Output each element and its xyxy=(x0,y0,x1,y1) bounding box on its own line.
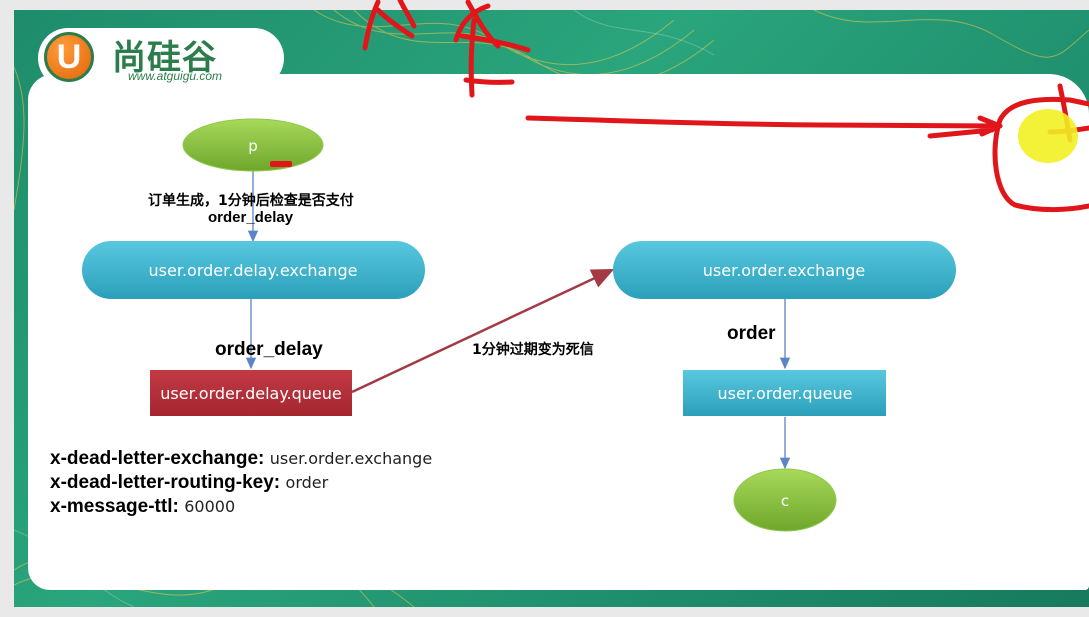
queue-arg-value: 60000 xyxy=(184,497,236,516)
delay-exchange-label: user.order.delay.exchange xyxy=(149,261,358,280)
queue-arg-row: x-message-ttl: 60000 xyxy=(50,495,432,519)
order-exchange-node: user.order.exchange xyxy=(613,241,956,299)
logo-brand-name: 尚硅谷 xyxy=(112,38,217,78)
logo-url: www.atguigu.com xyxy=(128,69,223,83)
producer-label: p xyxy=(248,137,258,155)
consumer-label: c xyxy=(781,492,789,510)
red-pen-annotations xyxy=(362,0,1089,213)
order-queue-label: user.order.queue xyxy=(718,384,853,403)
delay-queue-label: user.order.delay.queue xyxy=(160,384,341,403)
queue-arguments: x-dead-letter-exchange: user.order.excha… xyxy=(50,447,432,519)
delay-exchange-node: user.order.delay.exchange xyxy=(82,241,425,299)
producer-note: 订单生成，1分钟后检查是否支付 xyxy=(148,193,354,209)
cursor-highlight-circle xyxy=(1018,109,1078,163)
queue-arg-value: order xyxy=(285,473,329,492)
consumer-node: c xyxy=(733,468,837,532)
arrow-dead-letter xyxy=(351,268,615,394)
queue-arg-row: x-dead-letter-routing-key: order xyxy=(50,471,432,495)
order-queue-node: user.order.queue xyxy=(683,370,886,416)
queue-arg-key: x-dead-letter-routing-key: xyxy=(50,472,281,493)
red-pen-dash xyxy=(270,161,292,167)
slide xyxy=(14,10,1089,607)
delay-queue-node: user.order.delay.queue xyxy=(150,370,352,416)
order-exchange-label: user.order.exchange xyxy=(703,261,865,280)
queue-arg-row: x-dead-letter-exchange: user.order.excha… xyxy=(50,447,432,471)
producer-node: p xyxy=(182,118,324,172)
queue-arg-value: user.order.exchange xyxy=(269,449,433,468)
delay-binding-key: order_delay xyxy=(215,339,323,360)
queue-arg-key: x-message-ttl: xyxy=(50,496,179,517)
producer-routing-key: order_delay xyxy=(208,209,294,226)
logo-u-icon: U xyxy=(44,32,94,82)
order-binding-key: order xyxy=(727,323,776,344)
dead-letter-note: 1分钟过期变为死信 xyxy=(472,342,594,358)
queue-arg-key: x-dead-letter-exchange: xyxy=(50,448,265,469)
